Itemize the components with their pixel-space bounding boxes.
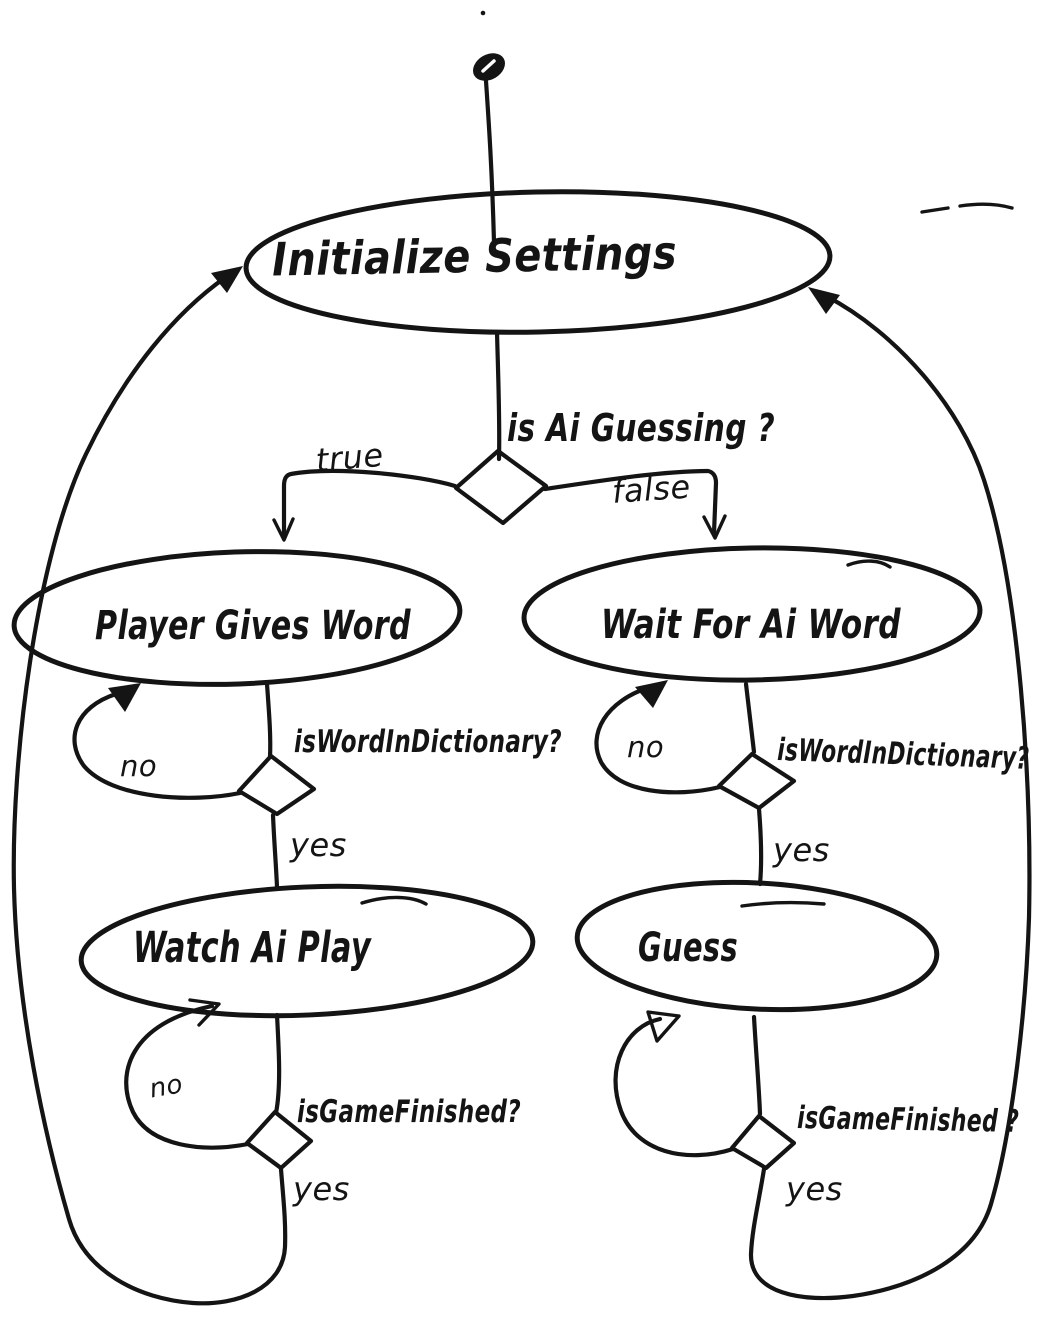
left-game-no-label: no — [147, 1069, 185, 1104]
edge-right-game-yes-loop — [748, 293, 1032, 1301]
arrow-right-no-into-guess — [646, 1010, 681, 1043]
edge-left-dictionary-no-loop — [72, 691, 243, 800]
player-gives-word-label: Player Gives Word — [95, 603, 411, 649]
edge-left-game-yes-loop — [11, 274, 288, 1306]
is-game-finished-left-label: isGameFinished? — [297, 1094, 521, 1130]
is-game-finished-right-label: isGameFinished ? — [797, 1100, 1020, 1140]
edge-watch-to-game-check — [273, 1012, 282, 1116]
is-ai-guessing-label: is Ai Guessing ? — [507, 406, 775, 450]
edge-false-branch — [542, 468, 719, 536]
watch-ai-play-node — [78, 883, 536, 1019]
edge-right-game-no-loop — [613, 1016, 736, 1158]
edge-wait-to-dictionary-check — [743, 681, 757, 755]
edge-player-to-dictionary-check — [264, 681, 273, 760]
edge-guess-to-game-check — [751, 1014, 763, 1117]
player-gives-word-node — [11, 549, 463, 687]
is-word-in-dictionary-left-label: isWordInDictionary? — [294, 724, 562, 760]
left-game-yes-label: yes — [292, 1170, 350, 1208]
wait-for-ai-word-node — [521, 545, 983, 683]
edge-true-branch — [281, 468, 458, 537]
arrow-right-no-into-wait — [635, 680, 668, 708]
is-game-finished-right-decision — [729, 1113, 797, 1171]
left-dictionary-yes-label: yes — [289, 826, 347, 864]
initialize-settings-label: Initialize Settings — [272, 225, 678, 286]
edge-start-to-initialize — [483, 78, 497, 245]
watch-overlap-stroke — [360, 895, 428, 906]
right-dictionary-no-label: no — [627, 730, 664, 764]
arrow-into-wait-for-ai-word — [702, 514, 727, 540]
edge-left-game-no-loop — [124, 1003, 251, 1150]
edge-initialize-to-is-ai-guessing — [494, 329, 502, 462]
initialize-overlap-stroke — [920, 202, 1014, 214]
wait-for-ai-word-label: Wait For Ai Word — [601, 602, 901, 648]
arrow-into-player-gives-word — [272, 517, 295, 542]
true-branch-label: true — [314, 436, 385, 480]
start-node — [473, 53, 505, 81]
watch-ai-play-label: Watch Ai Play — [133, 923, 372, 973]
guess-overlap-stroke — [740, 900, 826, 908]
arrow-left-no-into-player — [108, 683, 141, 712]
false-branch-label: false — [611, 468, 692, 511]
is-ai-guessing-decision — [453, 448, 549, 526]
scan-speck — [480, 10, 486, 16]
wait-overlap-stroke — [846, 559, 892, 569]
arrow-left-yes-into-initialize — [211, 266, 243, 293]
arrow-right-yes-into-initialize — [808, 287, 840, 314]
is-word-in-dictionary-right-label: isWordInDictionary? — [777, 732, 1030, 777]
left-dictionary-no-label: no — [120, 749, 157, 783]
edge-left-dictionary-yes — [270, 812, 280, 890]
edge-right-dictionary-no-loop — [594, 684, 723, 795]
right-game-yes-label: yes — [785, 1170, 843, 1208]
is-word-in-dictionary-left-decision — [236, 753, 317, 817]
edge-right-dictionary-yes — [756, 806, 764, 887]
initialize-settings-node — [243, 189, 833, 335]
guess-node — [574, 879, 940, 1013]
arrow-left-no-into-watch — [188, 998, 221, 1027]
guess-label: Guess — [638, 925, 738, 971]
right-dictionary-yes-label: yes — [772, 831, 830, 869]
